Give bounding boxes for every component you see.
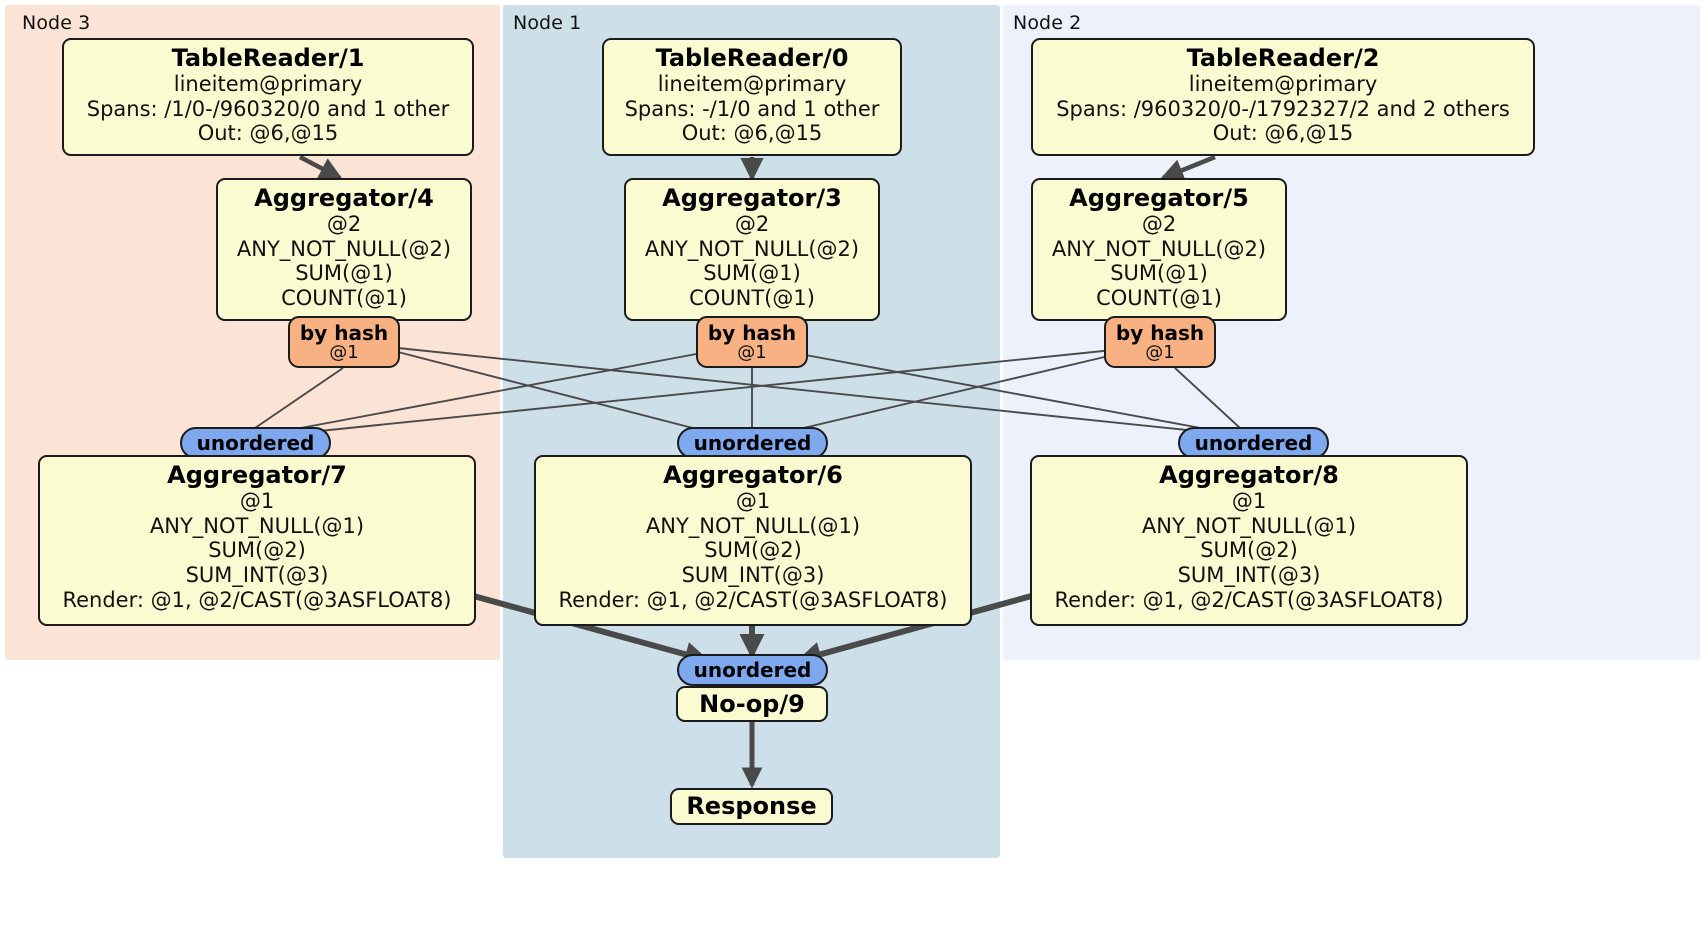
processor-agg-1: ANY_NOT_NULL(@2) — [236, 236, 452, 261]
processor-agg-2: SUM(@1) — [1110, 261, 1208, 286]
processor-no-op-9[interactable]: No-op/9 — [676, 686, 828, 722]
node-panel-label-node1: Node 1 — [513, 12, 582, 34]
processor-out: Out: @6,@15 — [1212, 121, 1354, 146]
processor-aggregator-4[interactable]: Aggregator/4 @2 ANY_NOT_NULL(@2) SUM(@1)… — [216, 178, 472, 321]
node-panel-label-node3: Node 3 — [22, 12, 91, 34]
router-by-hash-center[interactable]: by hash @1 — [696, 316, 808, 368]
processor-group-cols: @1 — [1231, 488, 1267, 513]
processor-group-cols: @2 — [734, 211, 770, 236]
router-type-label: by hash — [299, 321, 389, 346]
processor-response[interactable]: Response — [670, 788, 833, 825]
processor-agg-2: SUM(@2) — [208, 538, 306, 563]
router-by-hash-left[interactable]: by hash @1 — [288, 316, 400, 368]
processor-table-reader-2[interactable]: TableReader/2 lineitem@primary Spans: /9… — [1031, 38, 1535, 156]
router-key-label: @1 — [1145, 342, 1175, 364]
processor-title: No-op/9 — [699, 689, 805, 718]
router-unordered-center[interactable]: unordered — [677, 427, 828, 459]
router-label: unordered — [1194, 430, 1313, 455]
processor-title: TableReader/2 — [1186, 44, 1380, 72]
processor-agg-2: SUM(@2) — [704, 538, 802, 563]
processor-title: Aggregator/3 — [662, 184, 842, 212]
processor-agg-1: ANY_NOT_NULL(@2) — [644, 236, 860, 261]
processor-aggregator-8[interactable]: Aggregator/8 @1 ANY_NOT_NULL(@1) SUM(@2)… — [1030, 455, 1468, 626]
processor-spans: Spans: /960320/0-/1792327/2 and 2 others — [1056, 96, 1510, 121]
router-unordered-left[interactable]: unordered — [180, 427, 331, 459]
router-key-label: @1 — [737, 342, 767, 364]
processor-render: Render: @1, @2/CAST(@3ASFLOAT8) — [558, 587, 948, 612]
processor-title: Aggregator/6 — [663, 461, 843, 489]
processor-title: TableReader/1 — [171, 44, 365, 72]
processor-render: Render: @1, @2/CAST(@3ASFLOAT8) — [1054, 587, 1444, 612]
processor-table-reader-0[interactable]: TableReader/0 lineitem@primary Spans: -/… — [602, 38, 902, 156]
processor-group-cols: @2 — [1141, 211, 1177, 236]
router-by-hash-right[interactable]: by hash @1 — [1104, 316, 1216, 368]
processor-title: Aggregator/8 — [1159, 461, 1339, 489]
router-key-label: @1 — [329, 342, 359, 364]
processor-agg-3: COUNT(@1) — [281, 286, 407, 311]
processor-aggregator-5[interactable]: Aggregator/5 @2 ANY_NOT_NULL(@2) SUM(@1)… — [1031, 178, 1287, 321]
processor-aggregator-6[interactable]: Aggregator/6 @1 ANY_NOT_NULL(@1) SUM(@2)… — [534, 455, 972, 626]
processor-table: lineitem@primary — [657, 71, 847, 96]
processor-title: TableReader/0 — [655, 44, 849, 72]
processor-group-cols: @2 — [326, 211, 362, 236]
router-type-label: by hash — [707, 321, 797, 346]
processor-render: Render: @1, @2/CAST(@3ASFLOAT8) — [62, 587, 452, 612]
router-unordered-right[interactable]: unordered — [1178, 427, 1329, 459]
router-unordered-final[interactable]: unordered — [677, 654, 828, 686]
router-label: unordered — [693, 430, 812, 455]
processor-title: Aggregator/5 — [1069, 184, 1249, 212]
processor-title: Response — [686, 792, 817, 821]
processor-spans: Spans: -/1/0 and 1 other — [624, 96, 880, 121]
processor-group-cols: @1 — [239, 488, 275, 513]
processor-agg-3: SUM_INT(@3) — [1177, 563, 1321, 588]
processor-agg-3: COUNT(@1) — [689, 286, 815, 311]
processor-table: lineitem@primary — [1188, 71, 1378, 96]
processor-out: Out: @6,@15 — [197, 121, 339, 146]
processor-agg-2: SUM(@2) — [1200, 538, 1298, 563]
processor-aggregator-3[interactable]: Aggregator/3 @2 ANY_NOT_NULL(@2) SUM(@1)… — [624, 178, 880, 321]
processor-table-reader-1[interactable]: TableReader/1 lineitem@primary Spans: /1… — [62, 38, 474, 156]
router-type-label: by hash — [1115, 321, 1205, 346]
processor-group-cols: @1 — [735, 488, 771, 513]
router-label: unordered — [196, 430, 315, 455]
processor-agg-2: SUM(@1) — [295, 261, 393, 286]
processor-out: Out: @6,@15 — [681, 121, 823, 146]
processor-agg-2: SUM(@1) — [703, 261, 801, 286]
processor-agg-1: ANY_NOT_NULL(@1) — [645, 513, 861, 538]
router-label: unordered — [693, 657, 812, 682]
processor-agg-3: SUM_INT(@3) — [681, 563, 825, 588]
processor-table: lineitem@primary — [173, 71, 363, 96]
processor-title: Aggregator/4 — [254, 184, 434, 212]
processor-agg-1: ANY_NOT_NULL(@1) — [149, 513, 365, 538]
node-panel-label-node2: Node 2 — [1013, 12, 1082, 34]
processor-aggregator-7[interactable]: Aggregator/7 @1 ANY_NOT_NULL(@1) SUM(@2)… — [38, 455, 476, 626]
processor-agg-3: COUNT(@1) — [1096, 286, 1222, 311]
processor-title: Aggregator/7 — [167, 461, 347, 489]
processor-agg-1: ANY_NOT_NULL(@1) — [1141, 513, 1357, 538]
processor-agg-1: ANY_NOT_NULL(@2) — [1051, 236, 1267, 261]
processor-agg-3: SUM_INT(@3) — [185, 563, 329, 588]
processor-spans: Spans: /1/0-/960320/0 and 1 other — [86, 96, 450, 121]
